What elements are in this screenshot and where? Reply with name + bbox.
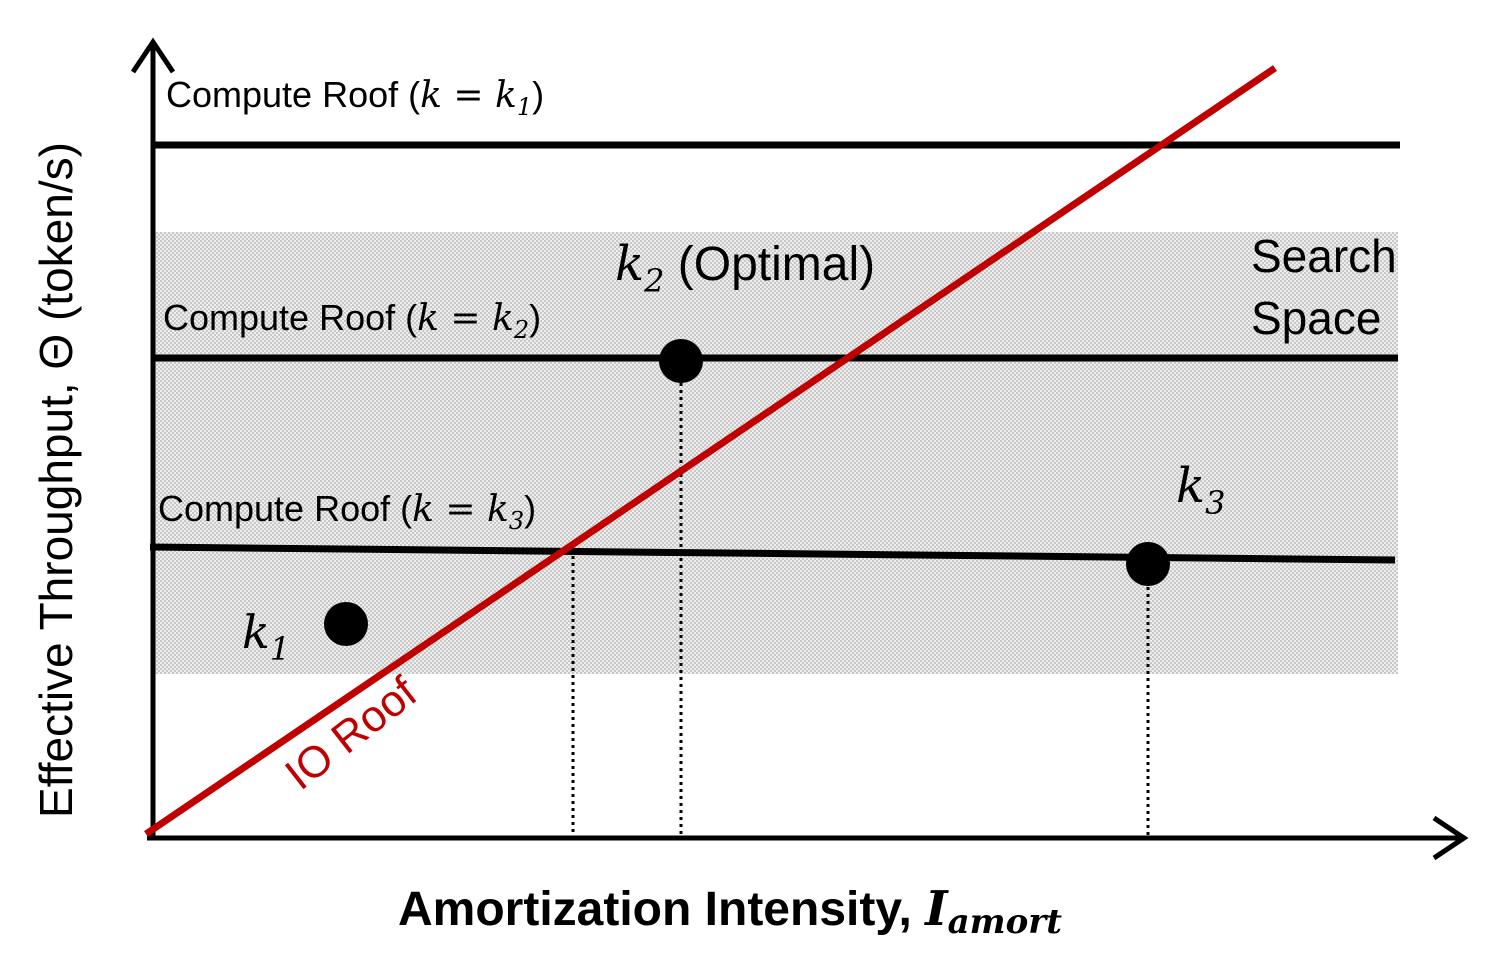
compute-roof-k3-label: Compute Roof (k = k3) — [158, 488, 536, 535]
y-axis — [130, 37, 176, 838]
search-space-label-line2: Space — [1251, 292, 1381, 344]
x-axis-label: Amortization Intensity, Iamort — [398, 881, 1062, 942]
io-roof-line — [144, 65, 1277, 837]
y-axis-label: Effective Throughput, Θ (token/s) — [30, 142, 82, 818]
x-axis — [147, 815, 1469, 861]
compute-roof-k3-line — [149, 543, 1396, 564]
compute-roof-k1-label: Compute Roof (k = k1) — [166, 74, 544, 121]
search-space-region — [153, 232, 1398, 674]
search-space-label-line1: Search — [1251, 230, 1397, 282]
compute-roof-k2-label: Compute Roof (k = k2) — [163, 297, 541, 344]
point-k2-label: k2 (Optimal) — [615, 236, 875, 300]
point-k1-label: k1 — [242, 605, 290, 668]
point-k3-label: k3 — [1176, 458, 1225, 522]
point-k3 — [1126, 542, 1170, 586]
point-k1 — [324, 602, 368, 646]
point-k2 — [659, 339, 703, 383]
